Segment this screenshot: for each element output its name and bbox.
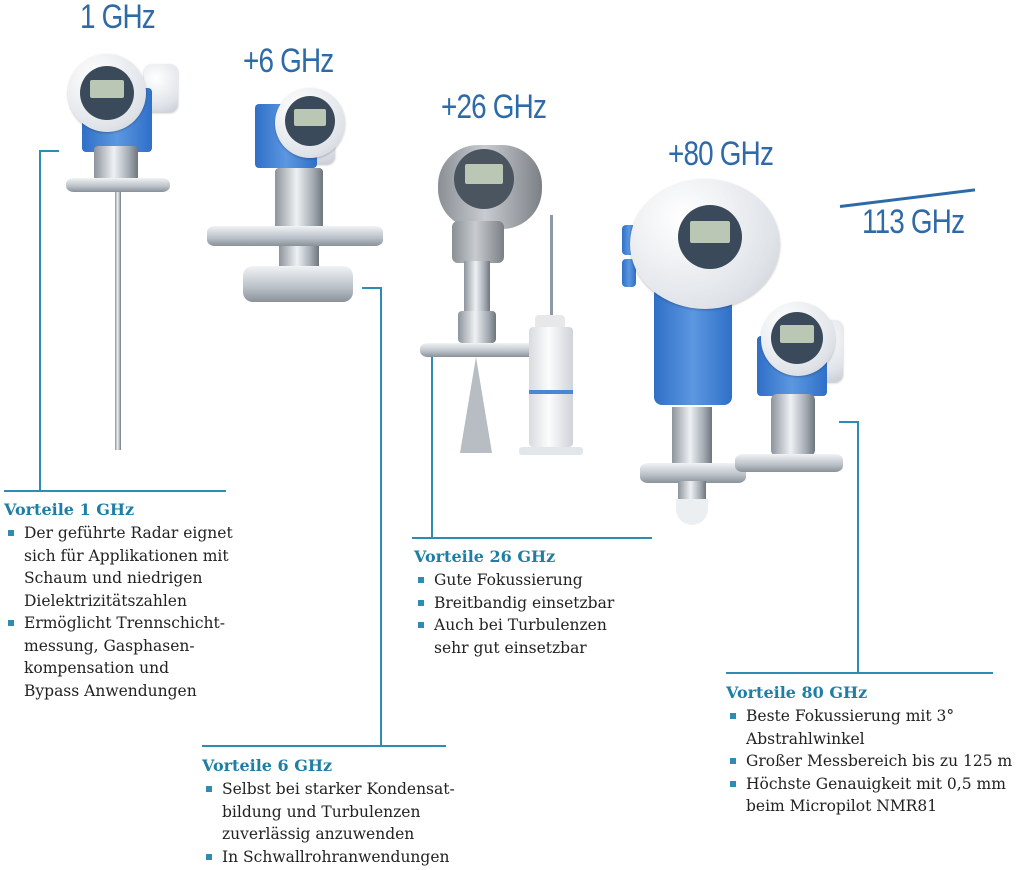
line: Breitbandig einsetzbar (434, 593, 615, 612)
connector-80ghz-vertical (857, 421, 859, 674)
device-radar-26ghz-compact (515, 215, 585, 470)
device-radar-26ghz-horn (420, 135, 550, 455)
advantages-80ghz: Vorteile 80 GHz Beste Fokussierung mit 3… (726, 683, 1012, 818)
line: Bypass Anwendungen (24, 681, 197, 700)
list-item: Der geführte Radar eignet sich für Appli… (4, 522, 233, 612)
advantages-1ghz: Vorteile 1 GHz Der geführte Radar eignet… (4, 500, 233, 702)
line: Selbst bei starker Kondensat- (222, 780, 455, 798)
list-item: Selbst bei starker Kondensat- bildung un… (202, 778, 455, 846)
list-item: Auch bei Turbulenzen sehr gut einsetzbar (414, 614, 614, 659)
advantages-26ghz-title: Vorteile 26 GHz (414, 547, 556, 566)
list-item: Großer Messbereich bis zu 125 m (726, 750, 1012, 773)
advantages-26ghz: Vorteile 26 GHz Gute Fokussierung Breitb… (414, 547, 614, 659)
connector-80ghz-underline (726, 672, 993, 674)
connector-1ghz-tick (39, 150, 59, 152)
line: Abstrahlwinkel (746, 729, 865, 748)
connector-26ghz-vertical (431, 351, 433, 538)
list-item: Gute Fokussierung (414, 569, 614, 592)
device-radar-6ghz (205, 80, 385, 310)
line: sehr gut einsetzbar (434, 638, 587, 657)
device-guided-radar-1ghz (60, 50, 180, 450)
line: beim Micropilot NMR81 (746, 797, 938, 815)
list-item: In Schwallrohranwendungen (202, 846, 455, 869)
freq-label-26ghz: +26 GHz (441, 88, 547, 126)
list-item: Beste Fokussierung mit 3° Abstrahlwinkel (726, 705, 1012, 750)
line: bildung und Turbulenzen (222, 802, 421, 821)
freq-label-80ghz: +80 GHz (668, 135, 774, 173)
connector-6ghz-tick (362, 287, 382, 289)
list-item: Höchste Genauigkeit mit 0,5 mm beim Micr… (726, 773, 1012, 818)
list-item: Ermöglicht Trennschicht- messung, Gaspha… (4, 612, 233, 702)
line: Ermöglicht Trennschicht- (24, 614, 226, 632)
line: Dielektrizitätszahlen (24, 591, 187, 610)
advantages-1ghz-title: Vorteile 1 GHz (4, 500, 135, 519)
connector-26ghz-underline (412, 537, 652, 539)
advantages-80ghz-title: Vorteile 80 GHz (726, 683, 868, 702)
line: Auch bei Turbulenzen (434, 616, 607, 634)
connector-1ghz-vertical (39, 150, 41, 491)
freq-label-113ghz: 113 GHz (862, 203, 965, 241)
connector-80ghz-tick (839, 421, 859, 423)
line: zuverlässig anzuwenden (222, 825, 415, 843)
advantages-6ghz-title: Vorteile 6 GHz (202, 756, 333, 775)
connector-6ghz-vertical (380, 287, 382, 747)
line: kompensation und (24, 659, 170, 677)
line: sich für Applikationen mit (24, 546, 229, 565)
device-radar-80ghz-compact (735, 300, 845, 480)
line: Beste Fokussierung mit 3° (746, 707, 955, 725)
freq-label-1ghz: 1 GHz (80, 0, 156, 36)
advantages-6ghz: Vorteile 6 GHz Selbst bei starker Konden… (202, 756, 455, 868)
device-radar-80ghz-large (620, 175, 780, 530)
line: Schaum und niedrigen (24, 569, 203, 587)
freq-label-6ghz: +6 GHz (243, 42, 334, 80)
line: messung, Gasphasen- (24, 636, 195, 655)
line: Großer Messbereich bis zu 125 m (746, 752, 1013, 770)
line: Höchste Genauigkeit mit 0,5 mm (746, 774, 1006, 793)
connector-1ghz-underline (4, 490, 226, 492)
list-item: Breitbandig einsetzbar (414, 592, 614, 615)
connector-6ghz-underline (202, 745, 446, 747)
line: Gute Fokussierung (434, 571, 583, 589)
line: Der geführte Radar eignet (24, 524, 233, 542)
line: In Schwallrohranwendungen (222, 847, 450, 866)
